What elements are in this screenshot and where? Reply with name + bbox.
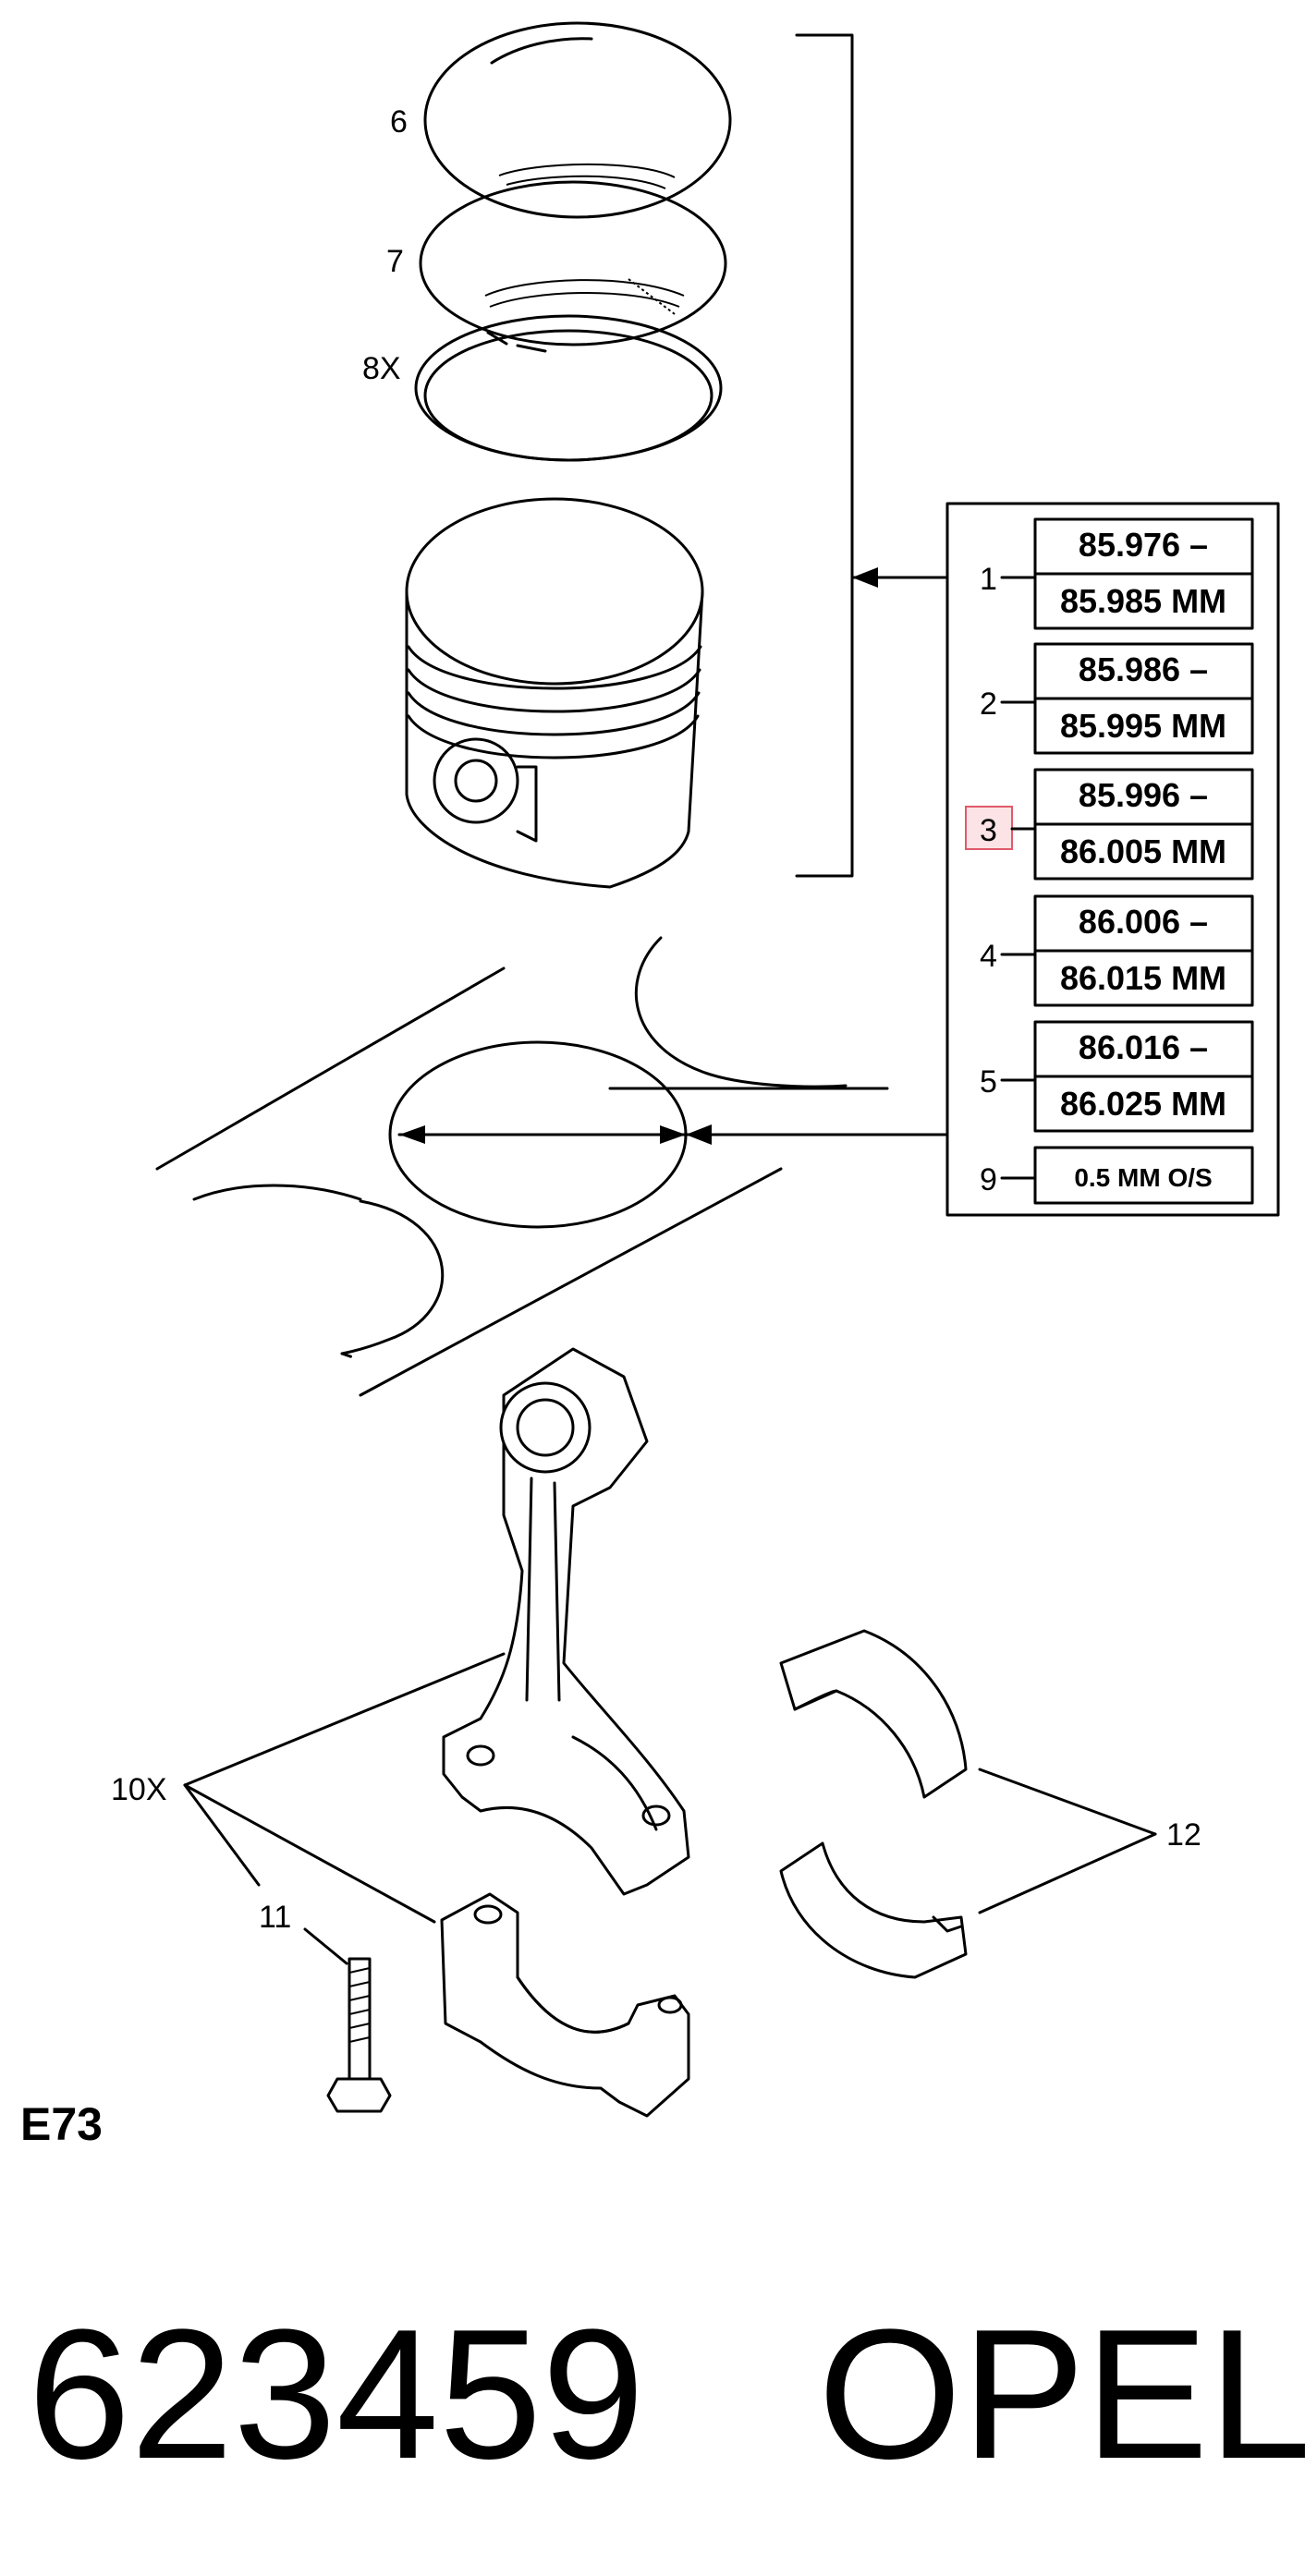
size-row-number: 4 xyxy=(980,939,997,974)
size-row-2: 2 85.986 – 85.995 MM xyxy=(980,642,1254,755)
diagram-code: E73 xyxy=(20,2098,103,2150)
size-row-number: 5 xyxy=(980,1064,997,1100)
size-range-end: 86.015 MM xyxy=(1060,959,1226,997)
callout-12: 12 xyxy=(1166,1817,1201,1853)
size-range-start: 86.016 – xyxy=(1079,1028,1208,1066)
brand-name: OPEL xyxy=(818,2291,1305,2497)
callout-7: 7 xyxy=(386,244,404,279)
connecting-rod-cap xyxy=(440,1892,690,2118)
bearing-shell-lower xyxy=(779,1841,968,1979)
size-range-end: 86.025 MM xyxy=(1060,1085,1226,1123)
callout-11: 11 xyxy=(259,1900,291,1935)
bearing-shell-upper xyxy=(779,1629,968,1799)
cylinder-block xyxy=(155,936,949,1397)
size-table: 1 85.976 – 85.985 MM 2 85.986 – 85.995 M… xyxy=(945,502,1280,1217)
size-row-number: 2 xyxy=(980,687,997,722)
size-range-start: 86.006 – xyxy=(1079,903,1208,941)
size-row-9: 9 0.5 MM O/S xyxy=(980,1146,1254,1205)
piston xyxy=(405,497,704,889)
piston-ring-8 xyxy=(414,314,723,462)
oversize-label: 0.5 MM O/S xyxy=(1074,1163,1212,1192)
piston-ring-6 xyxy=(423,21,732,219)
piston-group-bracket xyxy=(795,33,949,878)
part-number: 623459 xyxy=(28,2291,644,2497)
size-row-number: 3 xyxy=(980,813,997,848)
callout-8x: 8X xyxy=(362,351,401,386)
size-range-start: 85.986 – xyxy=(1079,650,1208,688)
size-range-start: 85.976 – xyxy=(1079,526,1208,564)
callout-10x: 10X xyxy=(111,1772,167,1807)
size-row-1: 1 85.976 – 85.985 MM xyxy=(980,517,1254,630)
rod-bolt xyxy=(326,1957,392,2113)
size-row-3: 3 85.996 – 86.005 MM xyxy=(965,768,1254,881)
size-range-end: 86.005 MM xyxy=(1060,832,1226,870)
connecting-rod xyxy=(442,1347,690,1896)
size-row-4: 4 86.006 – 86.015 MM xyxy=(980,894,1254,1007)
size-row-number: 1 xyxy=(980,562,997,597)
size-row-number: 9 xyxy=(980,1162,997,1197)
size-row-5: 5 86.016 – 86.025 MM xyxy=(980,1020,1254,1133)
size-range-start: 85.996 – xyxy=(1079,776,1208,814)
size-range-end: 85.985 MM xyxy=(1060,582,1226,620)
piston-ring-7 xyxy=(419,180,727,346)
size-range-end: 85.995 MM xyxy=(1060,707,1226,745)
callout-6: 6 xyxy=(390,104,408,140)
callout-leaders xyxy=(183,1652,1157,1965)
